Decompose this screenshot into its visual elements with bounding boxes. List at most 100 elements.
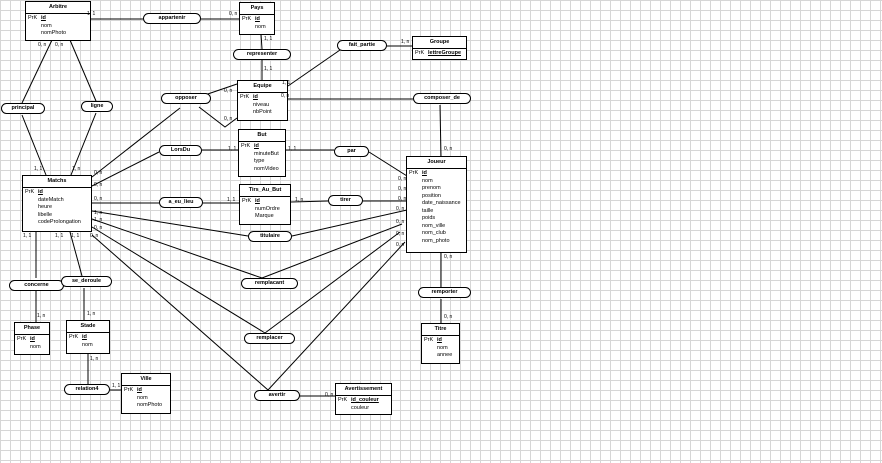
- entity-title: Tirs_Au_But: [240, 185, 290, 197]
- relation-a-eu-lieu[interactable]: a_eu_lieu: [159, 197, 203, 208]
- relation-remporter[interactable]: remporter: [418, 287, 471, 298]
- relation-avertir[interactable]: avertir: [254, 390, 300, 401]
- entity-title: Matchs: [23, 176, 91, 188]
- cardinality-label: 0, n: [281, 93, 290, 99]
- attribute-row: dateMatch: [38, 196, 64, 203]
- relation-se-deroule[interactable]: se_deroule: [61, 276, 112, 287]
- cardinality-label: 0, n: [396, 206, 405, 212]
- cardinality-label: 0, n: [38, 42, 47, 48]
- cardinality-label: 0, n: [90, 233, 99, 239]
- cardinality-label: 0, n: [444, 314, 453, 320]
- entity-title: But: [239, 130, 285, 142]
- cardinality-label: 0, n: [398, 196, 407, 202]
- relation-remplacer[interactable]: remplacer: [244, 333, 295, 344]
- cardinality-label: 1, n: [90, 356, 99, 362]
- attribute-row: nbPoint: [253, 109, 272, 115]
- relation-concerne[interactable]: concerne: [9, 280, 64, 291]
- entity-title: Groupe: [413, 37, 466, 49]
- attribute-row: nom: [255, 23, 266, 30]
- cardinality-label: 0, n: [396, 231, 405, 237]
- cardinality-label: 1, 1: [227, 197, 236, 203]
- attribute-row: nom_ville: [422, 222, 446, 229]
- attribute-row: prenom: [422, 185, 441, 191]
- relation-lors-du[interactable]: LorsDu: [159, 145, 202, 156]
- cardinality-label: 0, n: [229, 11, 238, 17]
- attribute-row: nom: [30, 343, 41, 350]
- entity-title: Ville: [122, 374, 170, 386]
- attribute-row: annee: [437, 352, 453, 358]
- attribute-row: nomPhoto: [41, 30, 67, 36]
- cardinality-label: 0, n: [325, 392, 334, 398]
- entity-title: Equipe: [238, 81, 287, 93]
- cardinality-label: 1, 1: [23, 233, 32, 239]
- attribute-row: Marque: [255, 213, 274, 219]
- entity-title: Pays: [240, 3, 274, 15]
- cardinality-label: 0, n: [94, 170, 103, 176]
- cardinality-label: 0, n: [398, 176, 407, 182]
- attribute-row: nomPhoto: [137, 402, 163, 408]
- attribute-row: nom: [422, 177, 433, 184]
- relation-opposer[interactable]: opposer: [161, 93, 211, 104]
- attribute-row: couleur: [351, 404, 370, 411]
- relation-representer[interactable]: representer: [233, 49, 291, 60]
- attribute-row: nom: [41, 22, 52, 29]
- cardinality-label: 0, n: [224, 88, 233, 94]
- relation-principal[interactable]: principal: [1, 103, 45, 114]
- cardinality-label: 0, n: [224, 116, 233, 122]
- cardinality-label: 1, 1: [71, 233, 80, 239]
- relation-appartenir[interactable]: appartenir: [143, 13, 201, 24]
- cardinality-label: 1, 1: [264, 36, 273, 42]
- relation-titulaire[interactable]: titulaire: [248, 231, 292, 242]
- attribute-row: position: [422, 192, 441, 199]
- cardinality-label: 1, n: [87, 311, 96, 317]
- cardinality-label: 0, n: [94, 182, 103, 188]
- relation-remplacant[interactable]: remplacant: [241, 278, 298, 289]
- attribute-row: nom_photo: [422, 237, 450, 244]
- entity-title: Phase: [15, 323, 49, 335]
- attribute-row: nom: [437, 344, 448, 351]
- relation-par[interactable]: par: [334, 146, 369, 157]
- relation-composer-de[interactable]: composer_de: [413, 93, 471, 104]
- cardinality-label: 1, n: [72, 166, 81, 172]
- attribute-row: heure: [38, 204, 53, 210]
- cardinality-label: 1, 1: [34, 166, 43, 172]
- cardinality-label: 0, n: [94, 196, 103, 202]
- attribute-row: numOrdre: [255, 205, 280, 212]
- attribute-row: poids: [422, 215, 436, 221]
- relation-fait-partie[interactable]: fait_partie: [337, 40, 387, 51]
- cardinality-label: 1, n: [37, 313, 46, 319]
- entity-title: Stade: [67, 321, 109, 333]
- relation-ligne[interactable]: ligne: [81, 101, 113, 112]
- relation-relation4[interactable]: relation4: [64, 384, 110, 395]
- cardinality-label: 0, n: [398, 186, 407, 192]
- relation-tirer[interactable]: tirer: [328, 195, 363, 206]
